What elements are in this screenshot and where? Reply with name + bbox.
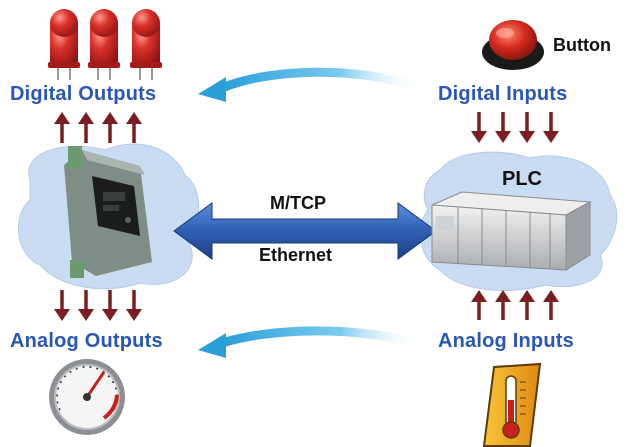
io-module-icon xyxy=(64,146,152,278)
digital-outputs-label: Digital Outputs xyxy=(10,83,157,105)
digital-output-arrows xyxy=(54,112,142,143)
push-button-icon xyxy=(482,20,544,70)
digital-input-arrows xyxy=(471,112,559,143)
plc-unit-icon xyxy=(431,191,592,271)
thermometer-icon xyxy=(482,362,542,447)
analog-curve-arrow xyxy=(198,326,425,358)
analog-inputs-label: Analog Inputs xyxy=(438,330,574,352)
digital-inputs-label: Digital Inputs xyxy=(438,83,568,105)
analog-outputs-label: Analog Outputs xyxy=(10,330,163,352)
plc-label: PLC xyxy=(502,168,542,190)
network-label: Ethernet xyxy=(259,245,333,265)
analog-input-arrows xyxy=(471,290,559,320)
led-icon xyxy=(48,9,162,80)
button-label: Button xyxy=(553,35,611,55)
analog-output-arrows xyxy=(54,290,142,321)
pressure-gauge-icon xyxy=(49,359,125,435)
protocol-label: M/TCP xyxy=(270,193,326,213)
digital-curve-arrow xyxy=(198,67,425,102)
